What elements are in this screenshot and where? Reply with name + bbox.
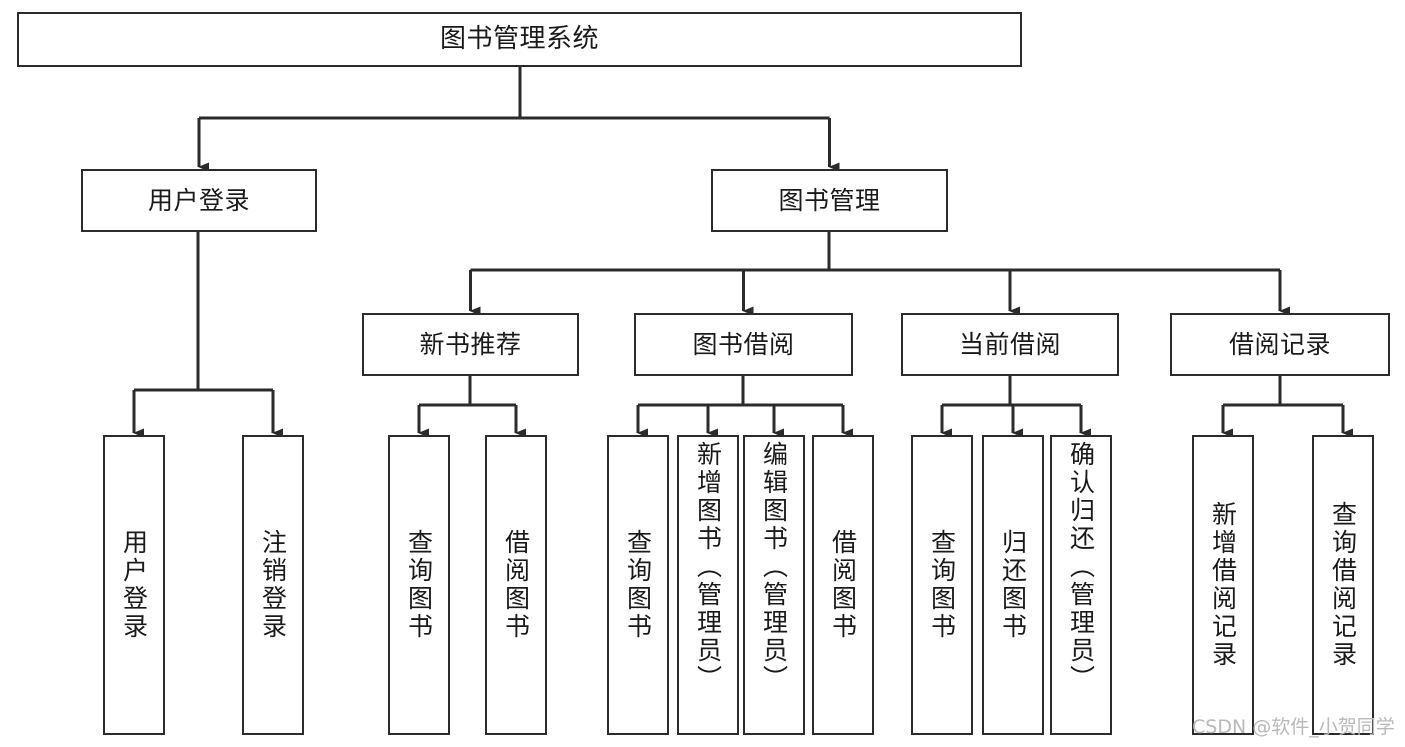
node-label-user-login: 用户登录 [147,185,250,215]
node-label-book-borrow: 图书借阅 [692,329,795,359]
node-leaf-add-book-admin[interactable]: 新增图书（管理员） [677,435,739,735]
node-leaf-query-books-borrow[interactable]: 查询图书 [607,435,669,735]
node-label-leaf-borrow-books: 借阅图书 [828,529,858,641]
node-leaf-logout[interactable]: 注销登录 [242,435,304,735]
node-label-leaf-query-books-borrow: 查询图书 [623,529,653,641]
node-leaf-confirm-return-admin[interactable]: 确认归还（管理员） [1050,435,1112,735]
node-label-leaf-edit-book-admin: 编辑图书（管理员） [759,441,789,693]
node-label-leaf-query-borrow-record: 查询借阅记录 [1328,501,1358,669]
node-book-borrow[interactable]: 图书借阅 [634,313,853,376]
node-label-new-book-recommend: 新书推荐 [419,329,522,359]
node-new-book-recommend[interactable]: 新书推荐 [362,313,579,376]
node-leaf-borrow-books-recommend[interactable]: 借阅图书 [485,435,547,735]
node-leaf-query-borrow-record[interactable]: 查询借阅记录 [1312,435,1374,735]
node-book-management[interactable]: 图书管理 [711,169,948,232]
node-label-current-borrow: 当前借阅 [958,329,1061,359]
node-leaf-user-login[interactable]: 用户登录 [103,435,165,735]
node-label-leaf-add-book-admin: 新增图书（管理员） [693,441,723,693]
node-leaf-query-books-recommend[interactable]: 查询图书 [388,435,450,735]
node-user-login[interactable]: 用户登录 [81,169,317,232]
node-label-leaf-borrow-books-recommend: 借阅图书 [501,529,531,641]
node-leaf-return-books[interactable]: 归还图书 [982,435,1044,735]
csdn-watermark: CSDN @软件_小贺同学 [1192,716,1395,738]
node-label-leaf-query-books-recommend: 查询图书 [404,529,434,641]
node-leaf-borrow-books[interactable]: 借阅图书 [812,435,874,735]
node-borrow-record[interactable]: 借阅记录 [1170,313,1390,376]
node-label-leaf-query-books-current: 查询图书 [927,529,957,641]
node-label-leaf-user-login: 用户登录 [119,529,149,641]
node-leaf-add-borrow-record[interactable]: 新增借阅记录 [1192,435,1254,735]
node-label-leaf-add-borrow-record: 新增借阅记录 [1208,501,1238,669]
node-leaf-query-books-current[interactable]: 查询图书 [911,435,973,735]
node-label-borrow-record: 借阅记录 [1228,329,1331,359]
node-label-book-management: 图书管理 [778,185,881,215]
node-label-root: 图书管理系统 [439,24,599,55]
edges-group [132,67,1353,438]
node-leaf-edit-book-admin[interactable]: 编辑图书（管理员） [743,435,805,735]
node-label-leaf-logout: 注销登录 [258,529,288,641]
node-label-leaf-confirm-return-admin: 确认归还（管理员） [1066,441,1096,693]
node-root[interactable]: 图书管理系统 [17,12,1022,67]
node-label-leaf-return-books: 归还图书 [998,529,1028,641]
node-current-borrow[interactable]: 当前借阅 [901,313,1119,376]
